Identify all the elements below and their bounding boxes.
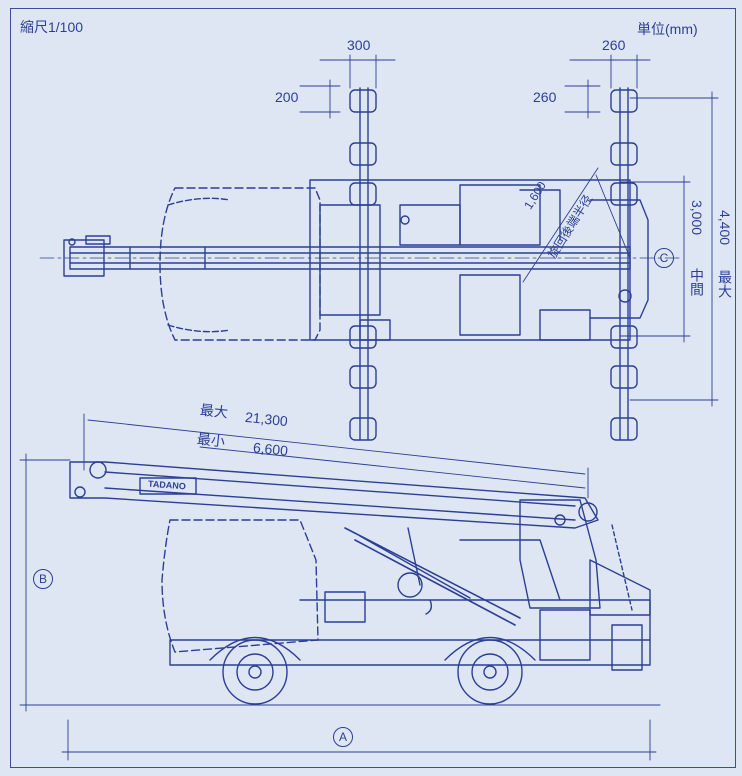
- side-cab-outline: [161, 519, 319, 653]
- side-view: [19, 413, 661, 761]
- mid-span-label: 中間: [689, 268, 705, 296]
- outrigger-pad: [349, 89, 377, 113]
- drawing-frame: [10, 8, 736, 768]
- top-cab-outline: [159, 187, 321, 341]
- boom-min-value: 6,600: [252, 439, 289, 459]
- boom-max-value: 21,300: [244, 408, 289, 430]
- length-marker: A: [333, 727, 353, 747]
- side-boom: [69, 461, 599, 529]
- scale-label: 縮尺1/100: [20, 19, 84, 35]
- max-span-value: 4,400: [717, 210, 733, 246]
- outrigger-offset-rear: 260: [533, 89, 557, 105]
- brand-plate: [139, 477, 197, 495]
- outrigger-width-front: 300: [347, 37, 371, 53]
- rear-wheel: [457, 639, 523, 705]
- center-marker: C: [654, 248, 674, 268]
- front-wheel: [222, 639, 288, 705]
- boom-max-label: 最大: [199, 401, 229, 421]
- height-marker: B: [33, 569, 53, 589]
- outrigger-offset-front: 200: [275, 89, 299, 105]
- boom-min-label: 最小: [196, 430, 226, 450]
- side-chassis: [169, 639, 651, 666]
- unit-label: 単位(mm): [637, 21, 698, 37]
- mid-span-value: 3,000: [689, 200, 705, 236]
- max-span-label: 最大: [717, 270, 733, 298]
- outrigger-width-rear: 260: [602, 37, 626, 53]
- top-view: [39, 54, 719, 441]
